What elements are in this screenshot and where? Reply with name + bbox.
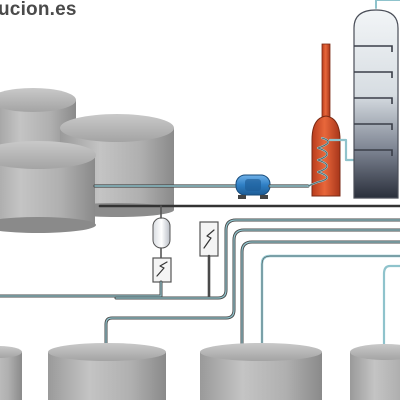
storage-tank-icon (48, 343, 166, 400)
storage-tank-icon (0, 141, 96, 233)
storage-tank-icon (200, 343, 322, 400)
storage-tank-icon (350, 344, 400, 400)
heat-exchanger-icon (152, 257, 172, 283)
pressure-vessel-icon (152, 205, 171, 259)
product-pipes (0, 218, 400, 352)
pump-icon (235, 174, 271, 199)
watermark-text: ucion.es (0, 0, 77, 20)
heat-exchanger-icon (199, 221, 219, 257)
distillation-column-icon (353, 0, 400, 199)
furnace-icon (307, 43, 341, 197)
storage-tank-icon (0, 346, 22, 400)
